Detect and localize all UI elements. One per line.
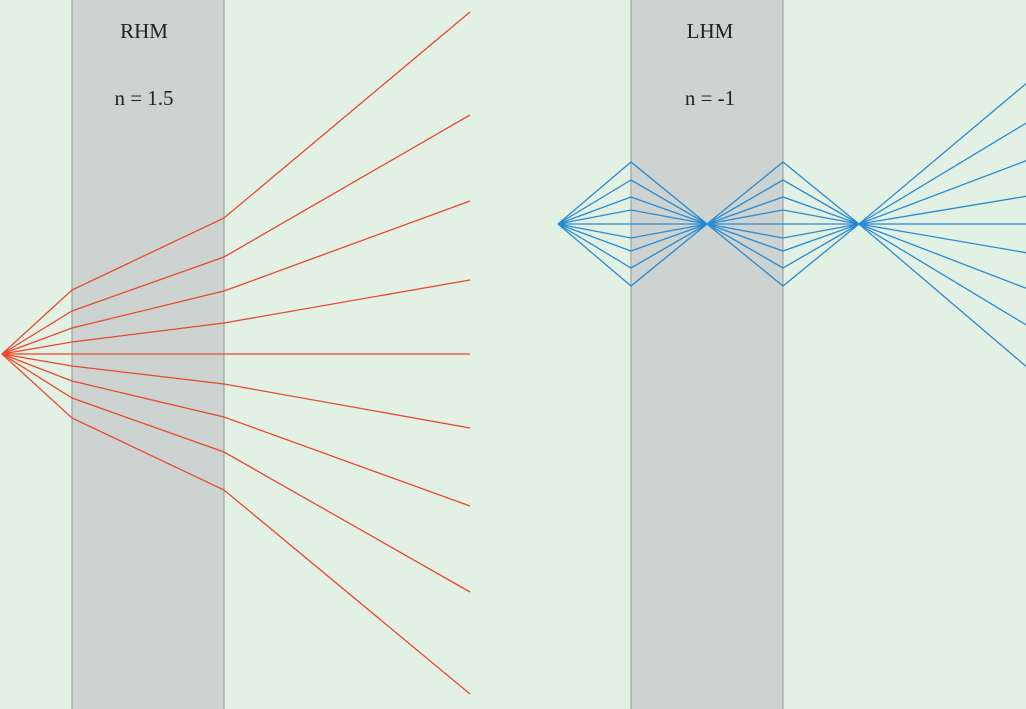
rhm-label: RHM xyxy=(120,19,168,43)
lhm-output-ray xyxy=(858,122,1026,225)
rhm-ray xyxy=(1,200,471,355)
lhm-ray xyxy=(557,223,860,287)
lhm-output-ray xyxy=(858,223,1026,289)
rhm-ray xyxy=(1,353,471,695)
lhm-output-ray xyxy=(858,195,1026,225)
lhm-output-ray xyxy=(858,223,1026,254)
rhm-ray xyxy=(1,353,471,507)
lhm-index-label: n = -1 xyxy=(685,86,735,110)
lhm-output-ray xyxy=(858,223,1026,368)
rhm-ray xyxy=(1,353,471,429)
rhm-ray xyxy=(1,114,471,355)
lhm-slab xyxy=(630,0,784,709)
rhm-ray xyxy=(1,353,471,593)
rhm-ray-group xyxy=(1,11,471,695)
rhm-index-label: n = 1.5 xyxy=(114,86,173,110)
lhm-label: LHM xyxy=(687,19,734,43)
rhm-ray xyxy=(1,11,471,355)
lhm-output-ray xyxy=(858,223,1026,326)
lhm-output-ray xyxy=(858,82,1026,225)
lhm-ray-group xyxy=(557,82,1026,368)
lhm-output-ray xyxy=(858,160,1026,225)
rhm-ray xyxy=(1,279,471,355)
